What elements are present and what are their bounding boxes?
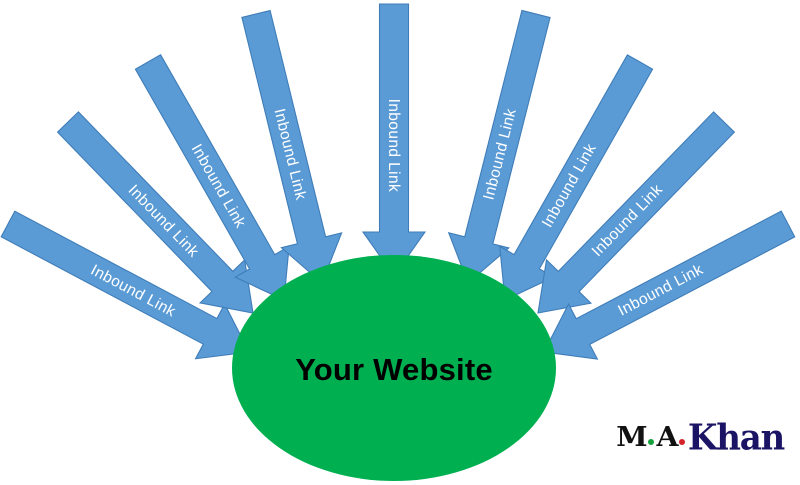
arrow-shape[interactable] xyxy=(438,6,566,290)
watermark-initial-m: M xyxy=(616,421,647,453)
arrow-shape[interactable] xyxy=(530,197,800,380)
arrow-shape[interactable] xyxy=(478,47,667,316)
arrow-shape[interactable] xyxy=(121,47,311,316)
hub-ellipse[interactable] xyxy=(232,255,556,481)
inbound-link-arrow[interactable]: Inbound Link xyxy=(438,6,566,290)
arrow-label: Inbound Link xyxy=(539,141,600,231)
watermark-name: Khan xyxy=(687,417,785,459)
arrow-shape[interactable] xyxy=(516,100,746,334)
inbound-link-arrow[interactable]: Inbound Link xyxy=(361,3,427,277)
arrow-shape[interactable] xyxy=(0,197,264,380)
arrow-shape[interactable] xyxy=(46,100,276,334)
watermark-dot-red-icon xyxy=(678,439,685,445)
hub-group[interactable]: Your Website xyxy=(232,255,556,481)
watermark-initial-a: A xyxy=(656,421,678,453)
arrow-label: Inbound Link xyxy=(385,99,402,193)
watermark-dot-green-icon xyxy=(647,439,654,445)
arrow-label: Inbound Link xyxy=(589,181,666,260)
hub-label: Your Website xyxy=(295,352,493,387)
watermark-logo: M A Khan xyxy=(616,413,787,461)
arrow-label: Inbound Link xyxy=(125,182,202,261)
arrow-shape[interactable] xyxy=(226,7,352,291)
arrow-shape[interactable] xyxy=(361,3,427,277)
